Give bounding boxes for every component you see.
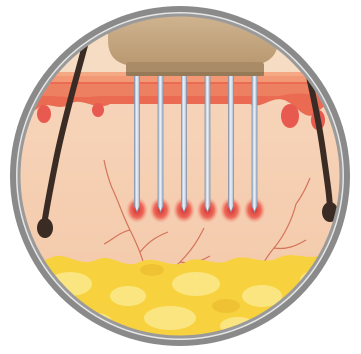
needle xyxy=(135,74,140,212)
needle xyxy=(229,74,234,212)
epidermis-drop xyxy=(37,105,51,123)
needle xyxy=(158,74,163,212)
needle xyxy=(205,74,210,212)
epidermis-drop xyxy=(92,103,104,117)
hair-bulb xyxy=(37,218,53,238)
device-base-shadow xyxy=(126,72,264,76)
needle xyxy=(252,74,257,212)
needle xyxy=(182,74,187,212)
epidermis-drop xyxy=(281,104,299,128)
